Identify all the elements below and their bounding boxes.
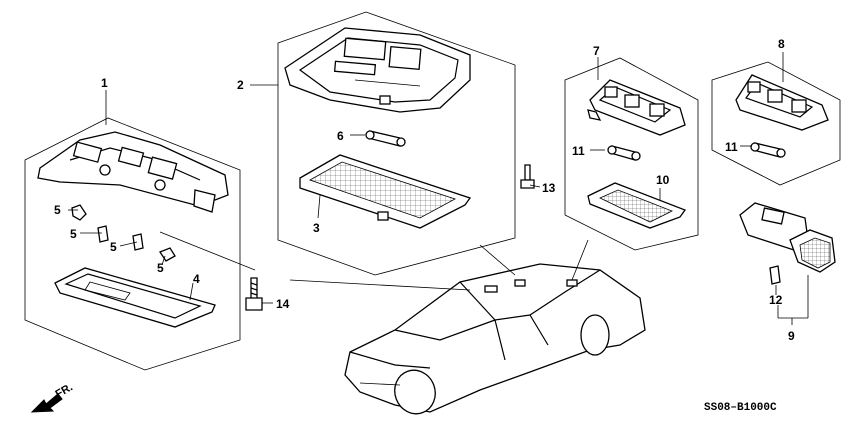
screw-14: [245, 277, 263, 311]
lens-3: [299, 154, 472, 229]
callout-1: 1: [101, 76, 108, 90]
cargo-light-9: [739, 202, 836, 273]
bulb-5d: [159, 247, 176, 262]
center-light-housing: [284, 27, 471, 113]
bulb-11a: [607, 145, 641, 161]
callout-2: 2: [237, 78, 244, 92]
diagram-code: SS08–B1000C: [704, 402, 777, 414]
callout-5c: 5: [110, 240, 117, 254]
spot-light-7: [587, 79, 686, 136]
callout-14: 14: [276, 297, 290, 311]
callout-13: 13: [542, 181, 556, 195]
group-box-1: [24, 117, 241, 371]
map-light-housing: [37, 131, 229, 213]
front-direction-label: FR.: [54, 381, 75, 400]
bulb-5c: [132, 233, 144, 251]
bulb-12: [769, 265, 781, 285]
callout-5a: 5: [54, 203, 61, 217]
callout-6: 6: [337, 129, 344, 143]
callout-5b: 5: [70, 227, 77, 241]
callout-8: 8: [778, 37, 785, 51]
callout-10: 10: [656, 173, 670, 187]
callout-3: 3: [313, 221, 320, 235]
bulb-6: [365, 130, 406, 147]
callout-7: 7: [593, 44, 600, 58]
lens-4: [54, 267, 216, 328]
bulb-5b: [97, 225, 109, 243]
group-box-7: [564, 57, 699, 251]
callout-4: 4: [193, 272, 200, 286]
screw-13: [520, 164, 535, 189]
lens-10: [587, 182, 687, 229]
leader-lines: [68, 52, 809, 325]
callout-12: 12: [769, 293, 783, 307]
front-direction-arrow: FR.: [30, 381, 75, 413]
bulb-11b: [750, 142, 786, 158]
group-box-2: [277, 11, 516, 276]
callout-11b: 11: [725, 140, 738, 154]
callout-11a: 11: [572, 144, 585, 158]
callout-labels: 1 2 3 4 5 5 5 5 6 7 8 9 10 11 11 12 13 1…: [54, 37, 795, 343]
group-box-8: [711, 61, 841, 186]
car-outline: [344, 263, 646, 415]
callout-9: 9: [788, 329, 795, 343]
spot-light-8: [735, 74, 829, 131]
callout-5d: 5: [157, 261, 164, 275]
bulb-5a: [71, 204, 87, 221]
